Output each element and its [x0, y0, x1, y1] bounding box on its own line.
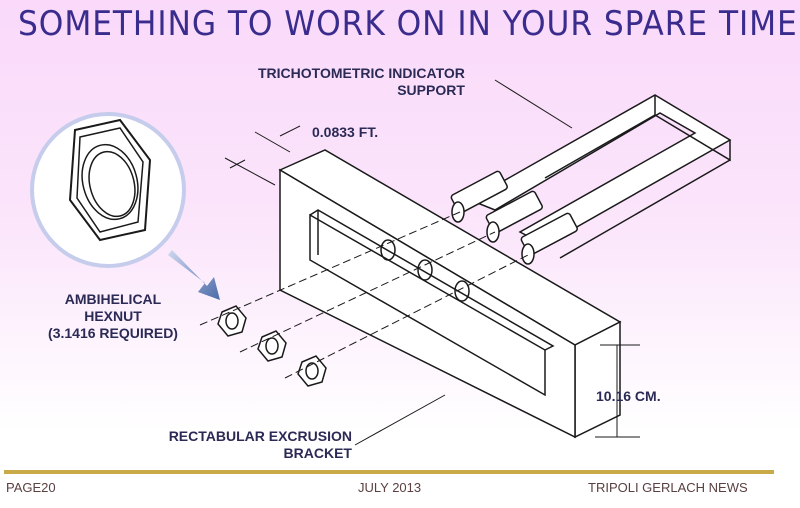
footer-rule	[4, 470, 774, 474]
hexnut-label-line: (3.1416 REQUIRED)	[48, 325, 178, 341]
page-title: SOMETHING TO WORK ON IN YOUR SPARE TIME	[18, 4, 798, 44]
hexnut-label-line: AMBIHELICAL	[64, 291, 162, 307]
bracket-label-line: RECTABULAR EXCRUSION	[168, 428, 352, 444]
bracket-label: RECTABULAR EXCRUSION BRACKET	[140, 428, 352, 462]
hexnut-label-line: HEXNUT	[84, 308, 142, 324]
footer-page: PAGE20	[6, 480, 56, 495]
thickness-label: 0.0833 FT.	[312, 124, 379, 140]
support-label-line: TRICHOTOMETRIC INDICATOR	[258, 65, 465, 81]
support-label-line: SUPPORT	[397, 82, 465, 98]
hexnut-label: AMBIHELICAL HEXNUT (3.1416 REQUIRED)	[28, 291, 198, 342]
small-hexnuts	[217, 305, 327, 387]
bracket-label-line: BRACKET	[283, 445, 352, 461]
footer-publication: TRIPOLI GERLACH NEWS	[588, 480, 748, 495]
indicator-support-drawing	[468, 94, 732, 259]
footer-date: JULY 2013	[358, 480, 422, 495]
support-label: TRICHOTOMETRIC INDICATOR SUPPORT	[258, 65, 465, 99]
threaded-rods	[450, 170, 578, 265]
pointer-arrow-icon	[168, 250, 220, 300]
bracket-drawing	[278, 149, 622, 439]
hexnut-enlarged-icon	[68, 118, 152, 242]
height-label: 10.16 CM.	[596, 388, 661, 404]
